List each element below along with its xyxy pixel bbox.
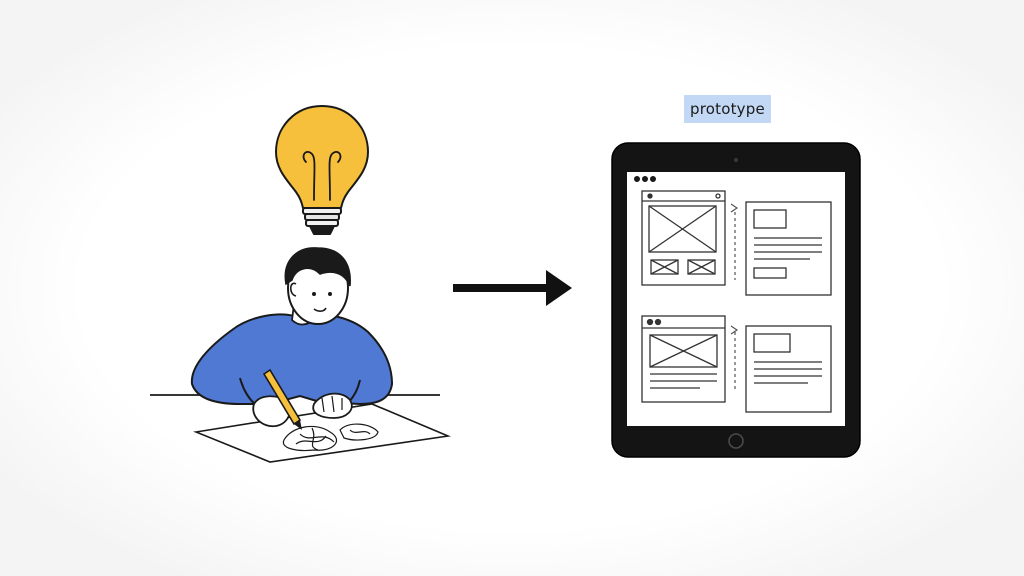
flow-connector: [730, 203, 739, 392]
wireframe-page: [745, 325, 832, 413]
ear: [289, 282, 297, 297]
camera: [734, 158, 738, 162]
wireframe-window: [641, 315, 726, 403]
image-placeholder-icon: [649, 334, 718, 368]
eye: [328, 292, 332, 296]
wireframe-window: [641, 190, 726, 286]
head: [284, 247, 351, 325]
pencil-icon: [262, 368, 302, 430]
image-placeholder-icon: [687, 259, 716, 275]
person-sketching-illustration: [150, 247, 451, 463]
lightbulb-icon: [275, 105, 369, 235]
eye: [312, 292, 316, 296]
image-placeholder-icon: [650, 259, 679, 275]
prototype-label: prototype: [684, 95, 771, 123]
window-controls-icon: [634, 176, 656, 182]
sketch-doodle: [282, 423, 379, 452]
paper-sheet: [193, 403, 451, 463]
hair: [284, 247, 351, 287]
smile: [313, 307, 327, 312]
tablet-icon: [611, 142, 861, 458]
image-placeholder-icon: [648, 205, 717, 253]
wireframe-page: [745, 201, 832, 296]
right-arrow-icon: [453, 270, 572, 306]
home-button: [728, 433, 744, 449]
